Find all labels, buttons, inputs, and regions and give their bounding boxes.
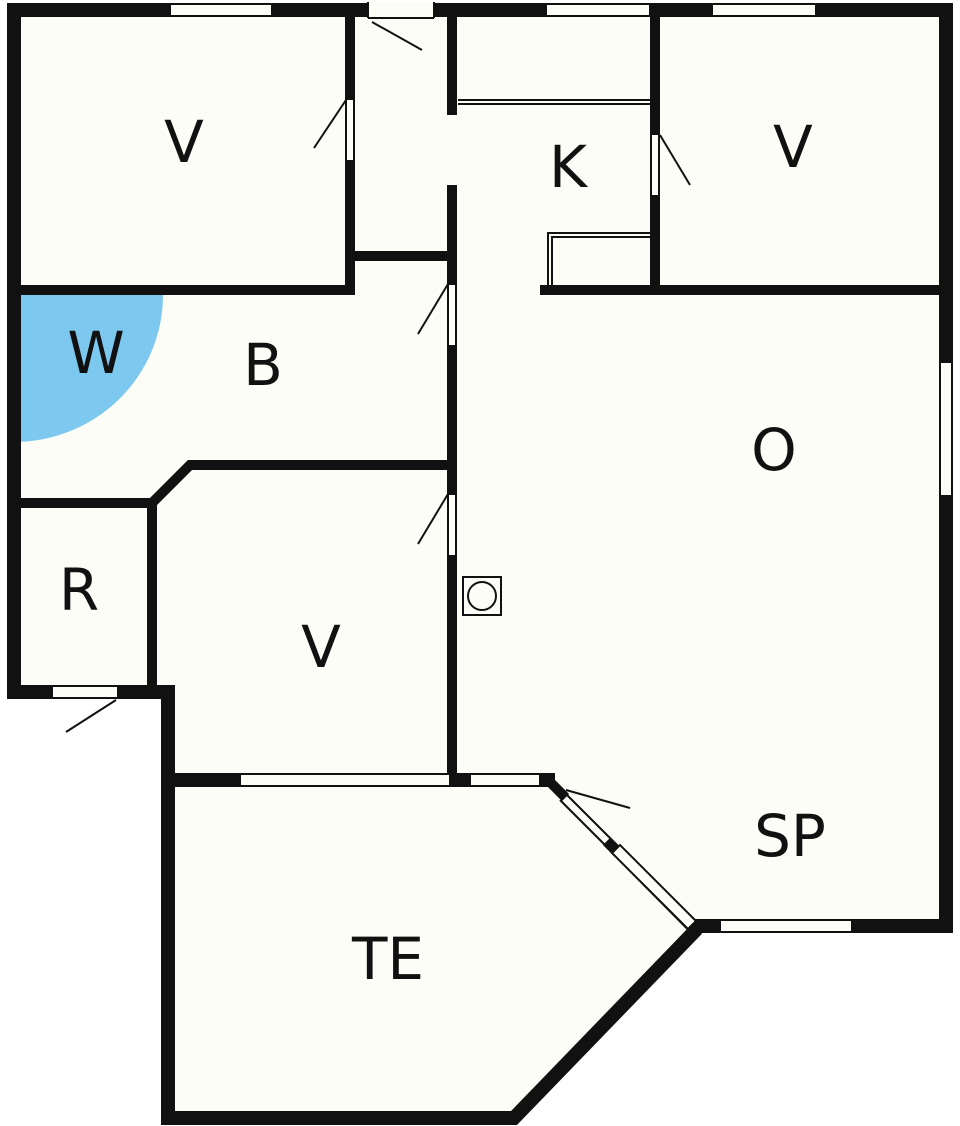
entry-door-opening <box>368 2 434 18</box>
bedroom-nw-door-swing <box>313 99 347 149</box>
window-right <box>939 361 953 497</box>
room-label-bedroom-ne: V <box>773 113 813 181</box>
doors <box>51 2 691 853</box>
bedroom-sw-door-swing <box>417 493 449 545</box>
room-label-shower: W <box>67 319 124 387</box>
room-label-dining: SP <box>754 802 826 870</box>
room-label-kitchen: K <box>549 133 589 201</box>
entry-door-swing <box>371 21 423 51</box>
room-labels: V K V W B O R V SP TE <box>59 108 826 993</box>
windows <box>169 3 953 933</box>
terrace-door-swing <box>565 789 631 809</box>
kitchen-counters <box>458 99 650 285</box>
window-terrace <box>239 773 451 787</box>
window-top-1 <box>169 3 273 17</box>
room-label-bedroom-nw: V <box>164 108 204 176</box>
room-label-bedroom-sw: V <box>301 613 341 681</box>
window-bottom <box>719 919 853 933</box>
storage-door-swing <box>65 699 117 733</box>
shower-area <box>14 295 163 442</box>
window-top-2 <box>545 3 651 17</box>
room-label-terrace: TE <box>351 925 424 993</box>
bathroom-door-swing <box>417 283 449 335</box>
window-top-3 <box>711 3 817 17</box>
bedroom-ne-door-swing <box>659 134 691 186</box>
window-dining-1 <box>469 773 541 787</box>
storage-door-opening <box>51 685 119 699</box>
room-label-storage: R <box>59 556 99 624</box>
window-diagonal <box>610 843 698 931</box>
room-label-living: O <box>751 416 797 484</box>
stove-icon <box>462 576 502 616</box>
room-label-bathroom: B <box>243 331 283 399</box>
